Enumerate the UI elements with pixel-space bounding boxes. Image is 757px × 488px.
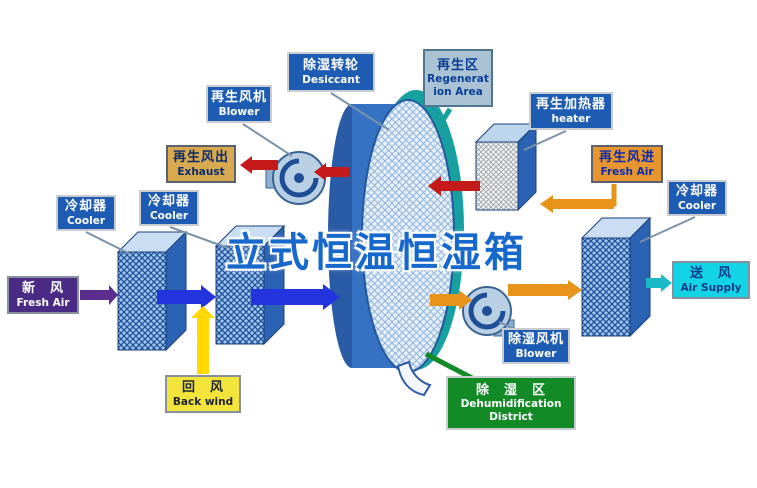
regen-exhaust-arrow-2 <box>240 156 278 174</box>
label-regen-blower-en: Blower <box>218 105 260 118</box>
callout-line <box>242 123 293 157</box>
label-cooler-l2-en: Cooler <box>149 209 189 222</box>
label-regen-fresh-air: 再生风进 Fresh Air <box>591 145 663 183</box>
label-regen-fresh-en: Fresh Air <box>600 165 654 178</box>
label-fresh-air-en: Fresh Air <box>16 296 70 309</box>
label-fresh-air-zh: 新 风 <box>21 280 64 296</box>
label-regen-blower-zh: 再生风机 <box>210 89 267 105</box>
callout-line <box>169 226 229 249</box>
label-dehum-blower-zh: 除湿风机 <box>507 331 564 347</box>
regen-area-callout-line <box>437 107 453 127</box>
label-regen-exhaust: 再生风出 Exhaust <box>166 145 236 183</box>
label-fresh-air: 新 风 Fresh Air <box>7 276 79 314</box>
regen-exhaust-arrow-1 <box>314 163 350 181</box>
label-desiccant-zh: 除湿转轮 <box>302 57 359 73</box>
label-back-wind: 回 风 Back wind <box>165 375 241 413</box>
label-cooler-l1-en: Cooler <box>66 214 106 227</box>
label-dehum-district: 除 湿 区 Dehumidification District <box>446 376 576 430</box>
label-exhaust-en: Exhaust <box>177 165 225 178</box>
label-dehum-district-zh: 除 湿 区 <box>475 382 546 398</box>
label-cooler-r-en: Cooler <box>677 199 717 212</box>
regen-inlet-arrow <box>540 195 614 213</box>
callout-line <box>85 231 131 255</box>
label-dehum-district-en: Dehumidification District <box>460 398 562 423</box>
regen-hot-air-arrow <box>428 176 480 196</box>
callout-line <box>523 130 567 151</box>
label-cooler-left-outer: 冷却器 Cooler <box>56 195 116 231</box>
label-regen-area-zh: 再生区 <box>436 57 479 73</box>
regen-heater-unit <box>474 122 538 212</box>
label-air-supply-zh: 送 风 <box>689 265 732 281</box>
label-regeneration-area: 再生区 Regeneration Area <box>423 49 493 107</box>
regeneration-blower-fan <box>265 151 326 205</box>
process-air-arrow-1 <box>430 290 472 310</box>
dehumidification-blower-fan <box>462 286 515 337</box>
label-cooler-l2-zh: 冷却器 <box>147 193 190 209</box>
callout-line <box>330 92 390 131</box>
label-cooler-right: 冷却器 Cooler <box>667 180 727 216</box>
supply-air-arrow <box>646 274 672 292</box>
callout-lines <box>85 92 696 331</box>
label-back-wind-zh: 回 风 <box>181 379 224 395</box>
label-regen-area-en: Regeneration Area <box>427 73 489 98</box>
dehum-district-callout-line <box>424 351 474 381</box>
label-regen-fresh-zh: 再生风进 <box>598 149 655 165</box>
cooler-unit-right <box>581 217 651 337</box>
label-air-supply: 送 风 Air Supply <box>672 261 750 299</box>
label-regen-heater-en: heater <box>551 112 591 125</box>
label-cooler-left-inner: 冷却器 Cooler <box>139 190 199 226</box>
label-air-supply-en: Air Supply <box>680 281 742 294</box>
airflow-arrow-1 <box>157 285 216 309</box>
airflow-arrow-2 <box>251 284 340 310</box>
callout-line <box>639 216 696 243</box>
label-cooler-l1-zh: 冷却器 <box>64 198 107 214</box>
label-desiccant-wheel: 除湿转轮 Desiccant <box>287 52 375 92</box>
return-air-arrow <box>191 306 215 374</box>
diagram-title: 立式恒温恒湿箱 <box>226 230 527 276</box>
label-cooler-r-zh: 冷却器 <box>675 183 718 199</box>
label-regen-blower: 再生风机 Blower <box>206 85 272 123</box>
process-air-arrow-2 <box>508 280 582 300</box>
wheel-bottom-bracket <box>396 360 432 397</box>
label-dehum-blower-en: Blower <box>515 347 557 360</box>
label-back-wind-en: Back wind <box>172 395 234 408</box>
label-exhaust-zh: 再生风出 <box>172 149 229 165</box>
label-dehum-blower: 除湿风机 Blower <box>502 328 570 364</box>
fresh-air-inlet-arrow <box>80 285 118 305</box>
label-desiccant-en: Desiccant <box>302 73 360 86</box>
label-regen-heater-zh: 再生加热器 <box>535 96 606 112</box>
label-regen-heater: 再生加热器 heater <box>529 92 613 130</box>
